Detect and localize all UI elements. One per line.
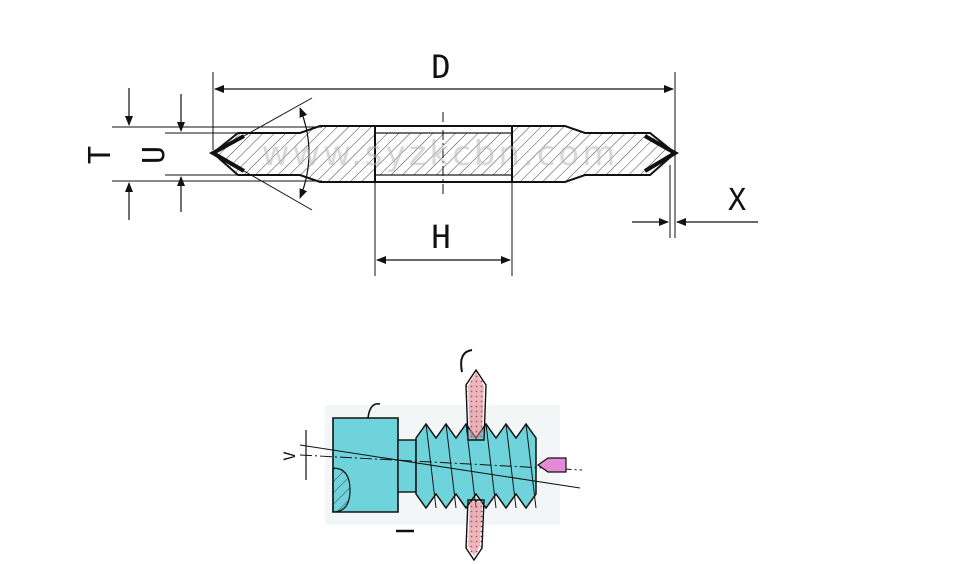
x-label: X	[728, 183, 746, 218]
h-label: H	[431, 218, 450, 256]
angle-arc	[299, 107, 310, 199]
grinding-wheel-lower-fill	[468, 502, 482, 556]
angle-line-upper	[243, 97, 313, 137]
wheel-section-drawing: D T U H X www.syzkcbn.com	[83, 48, 758, 276]
v-label: V	[280, 451, 299, 461]
angle-line-lower	[243, 170, 313, 211]
watermark-text: www.syzkcbn.com	[262, 134, 619, 174]
abrasive-tip-left	[208, 134, 246, 173]
workpiece-axis	[299, 454, 583, 471]
t-label: T	[83, 146, 118, 164]
tailstock-center	[536, 457, 567, 473]
u-label: U	[137, 146, 172, 164]
workpiece-neck	[397, 439, 417, 493]
threaded-workpiece	[415, 422, 537, 510]
workpiece-rotation-arrow	[367, 402, 381, 419]
chuck-section	[332, 467, 351, 513]
thread-grinding-illustration: V	[280, 349, 583, 562]
wheel-rotation-arrow	[460, 349, 473, 373]
d-label: D	[431, 48, 450, 86]
grinding-wheel-upper-fill	[468, 372, 484, 438]
wheel-axis-tilt	[299, 444, 581, 489]
